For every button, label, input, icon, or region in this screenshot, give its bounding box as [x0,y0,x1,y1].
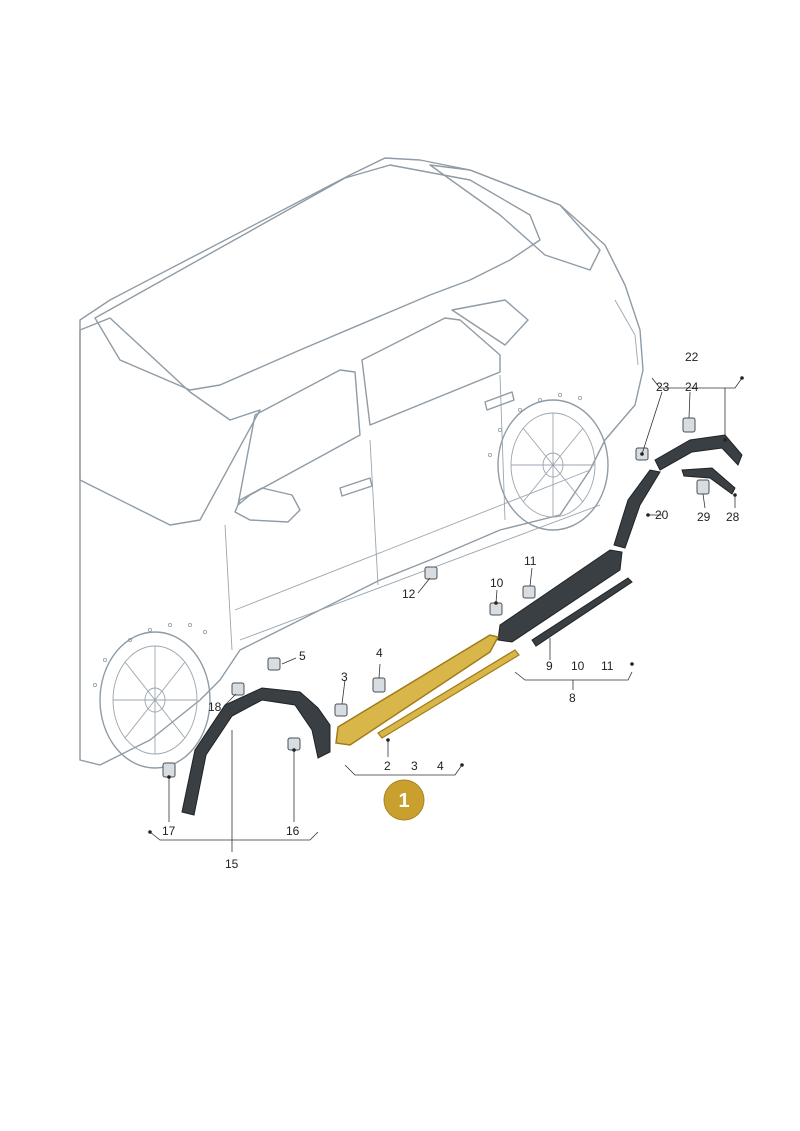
rear-wheel-arch-trim [613,469,661,549]
rear-spoiler [429,164,601,271]
part-1-badge-circle[interactable] [383,779,425,821]
callout-16: 16 [286,824,300,838]
part-1-badge-label: 1 [398,790,409,812]
callout-18: 18 [208,700,222,714]
front-wheel-arch-trim [181,687,331,816]
clip-18 [231,682,245,696]
callout-22: 22 [685,350,699,364]
leader-lines [149,377,743,852]
callout-11-lower: 11 [601,659,614,673]
callout-29: 29 [697,510,711,524]
rear-arch-upper-trim [654,434,743,471]
clip-4 [372,677,386,693]
callout-2: 2 [384,759,391,773]
rear-arch-strip [681,467,736,495]
clip-24 [682,417,696,433]
callout-4-upper: 4 [376,646,383,660]
callout-24: 24 [685,380,699,394]
callout-17: 17 [162,824,176,838]
callout-10-lower: 10 [571,659,585,673]
clip-17 [162,762,176,778]
rear-side-window [361,317,501,426]
car-silhouette [79,157,644,766]
callout-labels: 22 23 24 20 29 28 11 10 12 9 10 11 8 5 4… [162,350,740,871]
callout-23: 23 [656,380,670,394]
front-wheel [99,631,211,769]
rear-sill-strip [531,577,633,647]
callout-28: 28 [726,510,740,524]
clip-5 [267,657,281,671]
callout-3-lower: 3 [411,759,418,773]
front-sill-panel-highlighted [335,634,500,746]
callout-3-upper: 3 [341,670,348,684]
part-1-badge[interactable]: 1 [383,779,425,821]
windshield [79,317,261,526]
rear-wheel [497,399,609,531]
front-side-window [237,369,361,506]
side-mirror [234,487,301,523]
callout-20: 20 [655,508,669,522]
clip-29 [696,479,710,495]
callout-4-lower: 4 [437,759,444,773]
callout-8: 8 [569,691,576,705]
callout-10-upper: 10 [490,576,504,590]
clip-11 [522,585,536,599]
clip-12 [424,566,438,580]
leader-dots [148,376,744,834]
callout-5: 5 [299,649,306,663]
clip-3 [334,703,348,717]
callout-12: 12 [402,587,416,601]
rear-door-handle [484,391,515,411]
front-door-handle [339,477,373,497]
callout-9: 9 [546,659,553,673]
car-roof [94,164,541,391]
quarter-window [451,299,529,346]
rear-sill-panel [497,549,623,643]
callout-15: 15 [225,857,239,871]
callout-11-upper: 11 [524,554,537,568]
car-body [79,157,644,766]
front-sill-strip-highlighted [377,649,520,739]
